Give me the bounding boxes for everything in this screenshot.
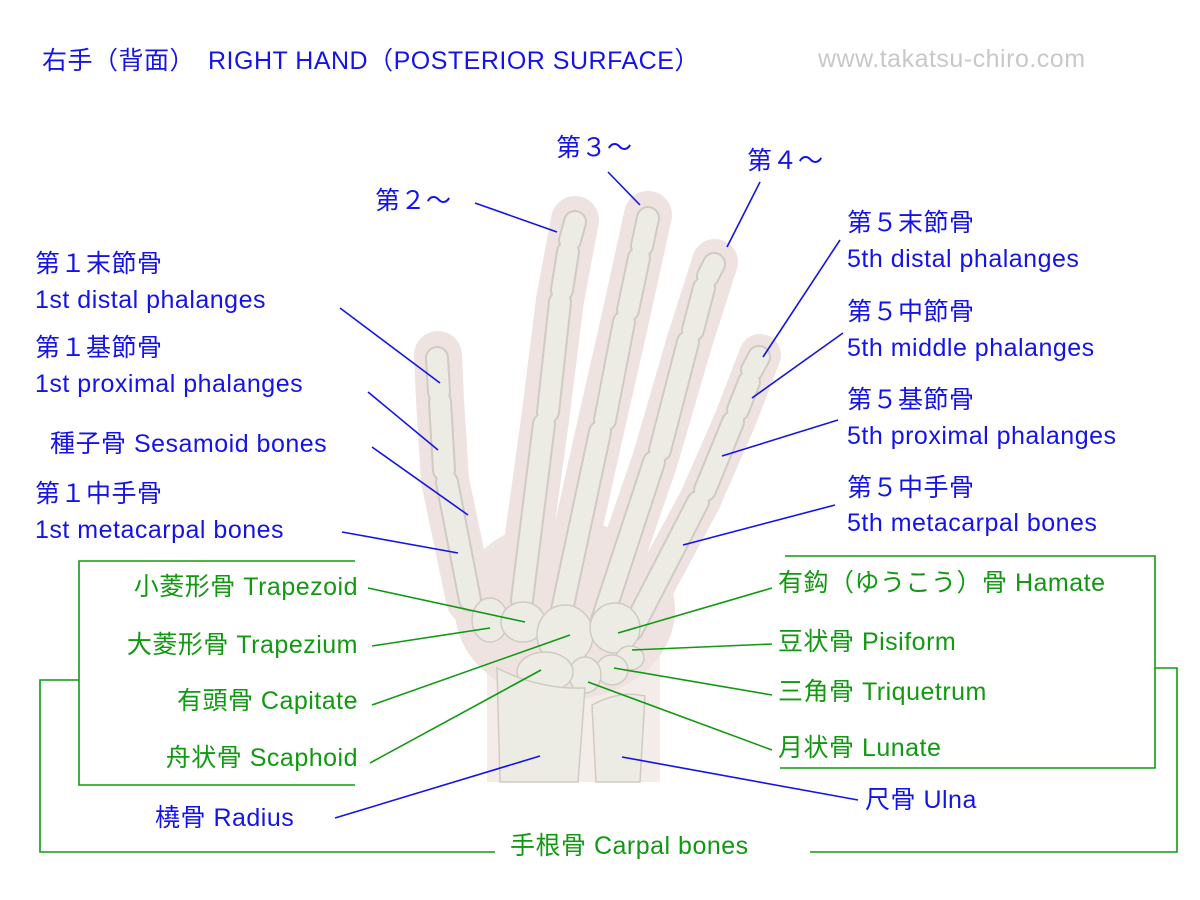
- label-scaphoid: 舟状骨 Scaphoid: [165, 744, 358, 772]
- label-first-metacarpal-jp: 第１中手骨: [35, 480, 163, 508]
- carpal-bones: [471, 597, 645, 694]
- label-fifth-metacarpal-en: 5th metacarpal bones: [847, 509, 1098, 537]
- label-first-distal-jp: 第１末節骨: [35, 250, 163, 278]
- label-fifth-metacarpal-jp: 第５中手骨: [847, 474, 975, 502]
- label-fourth-finger: 第４～: [747, 147, 824, 175]
- website-watermark: www.takatsu-chiro.com: [818, 45, 1086, 73]
- label-ulna: 尺骨 Ulna: [865, 786, 977, 814]
- label-third-finger: 第３～: [556, 134, 633, 162]
- label-second-finger: 第２～: [375, 187, 452, 215]
- outer-carpal-bracket-left: [39, 679, 495, 853]
- forearm-bones: [496, 666, 646, 783]
- label-capitate: 有頭骨 Capitate: [176, 687, 358, 715]
- green-leader-lines: [39, 555, 1178, 853]
- label-trapezium: 大菱形骨 Trapezium: [126, 631, 358, 659]
- label-hamate: 有鈎（ゆうこう）骨 Hamate: [778, 569, 1106, 597]
- outer-carpal-bracket-right: [810, 667, 1178, 853]
- label-triquetrum: 三角骨 Triquetrum: [778, 678, 987, 706]
- label-fifth-middle-jp: 第５中節骨: [847, 298, 975, 326]
- right-carpal-bracket: [780, 555, 1156, 769]
- label-pisiform: 豆状骨 Pisiform: [778, 628, 957, 656]
- label-lunate: 月状骨 Lunate: [778, 734, 942, 762]
- label-carpal-bones: 手根骨 Carpal bones: [510, 832, 749, 860]
- label-fifth-distal-jp: 第５末節骨: [847, 209, 975, 237]
- label-first-distal-en: 1st distal phalanges: [35, 286, 266, 314]
- label-radius: 橈骨 Radius: [155, 804, 295, 832]
- label-fifth-proximal-jp: 第５基節骨: [847, 386, 975, 414]
- label-fifth-middle-en: 5th middle phalanges: [847, 334, 1095, 362]
- blue-leader-lines: [334, 171, 859, 819]
- label-first-proximal-jp: 第１基節骨: [35, 334, 163, 362]
- label-fifth-distal-en: 5th distal phalanges: [847, 245, 1080, 273]
- label-trapezoid: 小菱形骨 Trapezoid: [133, 573, 358, 601]
- label-fifth-proximal-en: 5th proximal phalanges: [847, 422, 1117, 450]
- left-carpal-bracket: [78, 560, 355, 786]
- finger-bones: [425, 206, 771, 642]
- page-title: 右手（背面） RIGHT HAND（POSTERIOR SURFACE）: [42, 47, 700, 75]
- label-first-proximal-en: 1st proximal phalanges: [35, 370, 304, 398]
- label-sesamoid: 種子骨 Sesamoid bones: [50, 430, 328, 458]
- label-first-metacarpal-en: 1st metacarpal bones: [35, 516, 285, 544]
